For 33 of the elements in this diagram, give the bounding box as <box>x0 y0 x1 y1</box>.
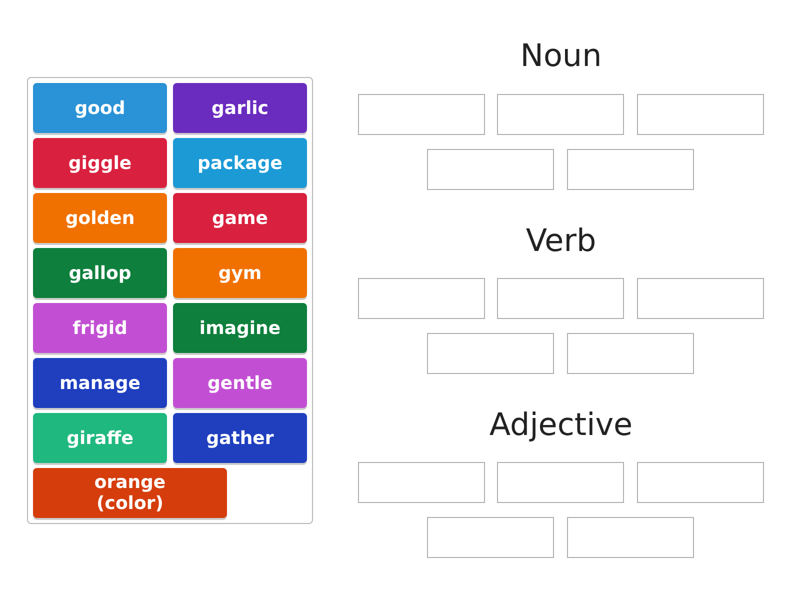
answer-box <box>567 517 694 558</box>
word-card: giggle <box>33 138 167 188</box>
answer-box <box>497 94 624 135</box>
answer-box <box>427 149 554 190</box>
word-card: gentle <box>173 358 307 408</box>
answer-box <box>427 517 554 558</box>
word-card: garlic <box>173 83 307 133</box>
answer-box <box>358 94 485 135</box>
answer-box <box>637 94 764 135</box>
answer-box <box>637 278 764 319</box>
answer-box <box>637 462 764 503</box>
answer-box <box>497 462 624 503</box>
category-heading: Verb <box>524 223 598 259</box>
answer-box <box>427 333 554 374</box>
word-card: gather <box>173 413 307 463</box>
word-card: game <box>173 193 307 243</box>
word-card: gallop <box>33 248 167 298</box>
category-heading: Adjective <box>488 407 634 443</box>
word-card: good <box>33 83 167 133</box>
answer-box <box>497 278 624 319</box>
answer-box <box>358 462 485 503</box>
word-card: gym <box>173 248 307 298</box>
word-card: imagine <box>173 303 307 353</box>
word-card: orange (color) <box>33 468 227 518</box>
word-card: giraffe <box>33 413 167 463</box>
answer-box <box>358 278 485 319</box>
answer-box <box>567 333 694 374</box>
word-card: frigid <box>33 303 167 353</box>
word-card: golden <box>33 193 167 243</box>
answer-box <box>567 149 694 190</box>
category-heading: Noun <box>519 38 603 74</box>
word-card: manage <box>33 358 167 408</box>
word-card: package <box>173 138 307 188</box>
